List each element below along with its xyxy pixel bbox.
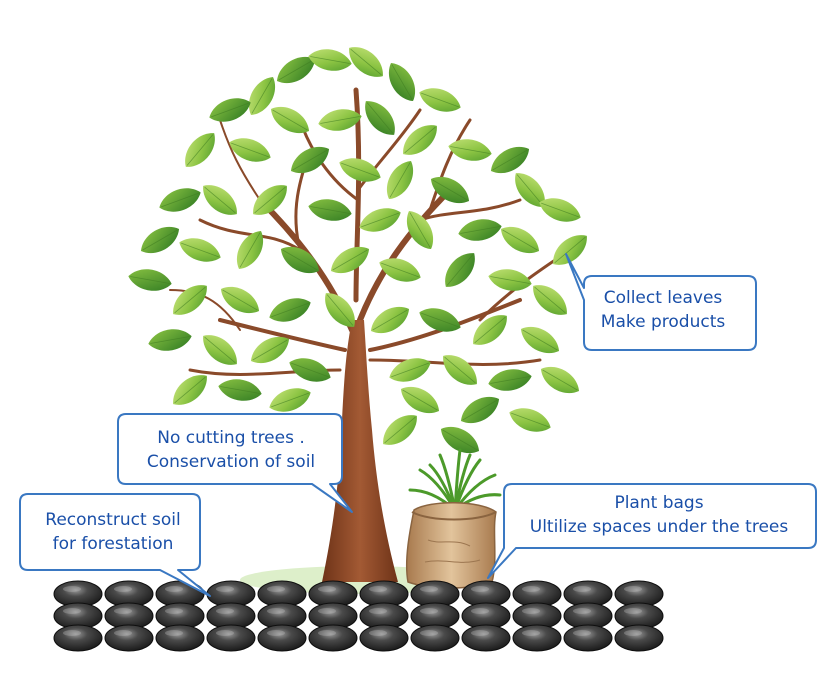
callout-nocut-line2: Conservation of soil [146, 452, 316, 472]
callout-plant-bags: Plant bags Ultilize spaces under the tre… [498, 491, 820, 539]
callout-bubble-collect-leaves [565, 253, 757, 351]
callout-collect-leaves: Collect leaves Make products [578, 286, 748, 334]
callout-collect-line1: Collect leaves [603, 288, 723, 308]
callout-bubble-no-cutting [117, 413, 353, 513]
callout-collect-line2: Make products [600, 312, 726, 332]
callout-bags-line2: Ultilize spaces under the trees [529, 517, 789, 537]
callout-nocut-line1: No cutting trees . [157, 428, 305, 448]
callout-soil-line1: Reconstruct soil [45, 510, 181, 530]
tree-trunk [322, 320, 398, 582]
callout-bubble-plant-bags [487, 483, 817, 579]
callout-bags-line1: Plant bags [614, 493, 704, 513]
stone-wall [53, 580, 664, 652]
callout-soil-line2: for forestation [52, 534, 174, 554]
callout-reconstruct-soil: Reconstruct soil for forestation [22, 508, 204, 556]
tree-foliage [128, 47, 587, 453]
plant-bag-icon [405, 448, 502, 589]
callout-no-cutting: No cutting trees . Conservation of soil [120, 426, 342, 474]
callout-bubble-reconstruct-soil [19, 493, 211, 597]
